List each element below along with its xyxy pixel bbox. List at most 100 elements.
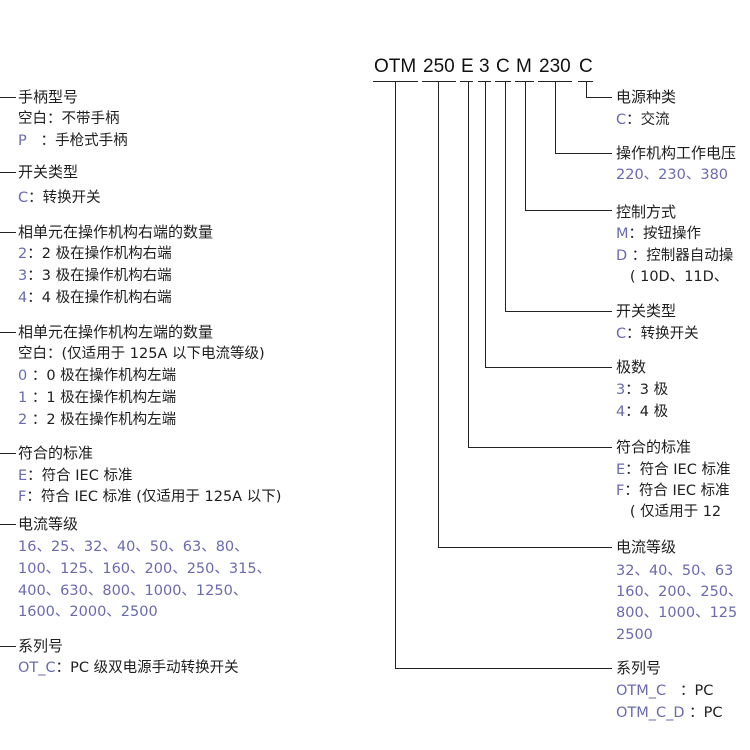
- option-description: ：按钮操作: [628, 226, 702, 242]
- right-option: ( 仅适用于 12: [616, 503, 721, 521]
- option-description: ：4 极在操作机构右端: [27, 290, 172, 306]
- model-code-segment: C: [579, 56, 593, 77]
- left-option: 空白：不带手柄: [18, 110, 120, 128]
- option-description: ：PC: [684, 705, 723, 721]
- left-option: 16、25、32、40、50、63、80、: [18, 538, 249, 556]
- connector-line: [0, 232, 16, 234]
- option-description: ：手枪式手柄: [26, 133, 128, 149]
- code-underline: [495, 81, 511, 83]
- code-underline: [578, 81, 593, 83]
- connector-line: [586, 97, 612, 99]
- code-underline: [460, 81, 473, 83]
- option-description: ：转换开关: [626, 326, 699, 342]
- right-group-title: 开关类型: [616, 302, 677, 320]
- right-option: 4：4 极: [616, 403, 668, 421]
- left-group-title: 符合的标准: [18, 444, 94, 462]
- option-description: ：PC: [666, 683, 714, 699]
- option-code: 0: [18, 368, 28, 384]
- left-option: 2 ：2 极在操作机构左端: [18, 411, 176, 429]
- option-code: 4: [18, 290, 28, 306]
- connector-line: [525, 82, 527, 210]
- option-code: E: [616, 462, 626, 478]
- option-code: C: [18, 190, 29, 206]
- code-underline: [515, 81, 534, 83]
- option-code: C: [616, 326, 627, 342]
- model-code-segment: C: [496, 56, 510, 77]
- option-code: 16、25、32、40、50、63、80、: [18, 539, 249, 555]
- option-description: ：3 极在操作机构右端: [27, 268, 172, 284]
- left-group-title: 电流等级: [18, 515, 79, 533]
- connector-line: [395, 82, 397, 668]
- option-code: D: [616, 248, 628, 264]
- option-code: P: [18, 133, 27, 149]
- left-group-title: 开关类型: [18, 163, 79, 181]
- connector-line: [395, 668, 612, 670]
- right-option: 32、40、50、63: [616, 562, 733, 580]
- right-group-title: 操作机构工作电压: [616, 144, 737, 162]
- option-code: 400、630、800、1000、1250、: [18, 583, 248, 599]
- option-description: ( 10D、11D、: [616, 269, 729, 285]
- right-option: 800、1000、125: [616, 604, 737, 622]
- left-option: F：符合 IEC 标准 (仅适用于 125A 以下): [18, 488, 281, 506]
- option-description: 空白：(仅适用于 125A 以下电流等级): [18, 346, 265, 362]
- option-description: ：转换开关: [28, 190, 101, 206]
- option-code: 1: [18, 390, 28, 406]
- connector-line: [0, 97, 16, 99]
- connector-line: [438, 547, 612, 549]
- left-option: 1600、2000、2500: [18, 603, 158, 621]
- right-group-title: 电源种类: [616, 88, 677, 106]
- left-option: 0 ：0 极在操作机构左端: [18, 367, 176, 385]
- left-option: 100、125、160、200、250、315、: [18, 560, 271, 578]
- option-description: ：符合 IEC 标准: [625, 462, 731, 478]
- model-code-segment: 250: [423, 56, 455, 77]
- option-description: ：3 极: [625, 382, 669, 398]
- left-option: 3：3 极在操作机构右端: [18, 267, 172, 285]
- option-description: ：2 极在操作机构右端: [27, 246, 172, 262]
- option-code: 1600、2000、2500: [18, 604, 158, 620]
- option-code: 220、230、380: [616, 167, 729, 183]
- option-description: ：符合 IEC 标准 (仅适用于 125A 以下): [26, 489, 282, 505]
- option-description: ( 仅适用于 12: [616, 504, 722, 520]
- code-underline: [373, 81, 418, 83]
- connector-line: [505, 311, 612, 313]
- connector-line: [555, 82, 557, 153]
- connector-line: [555, 153, 612, 155]
- right-group-title: 符合的标准: [616, 438, 692, 456]
- option-code: 2: [18, 412, 28, 428]
- option-code: 4: [616, 404, 626, 420]
- option-description: 空白：不带手柄: [18, 111, 120, 127]
- right-group-title: 极数: [616, 358, 647, 376]
- option-description: ：符合 IEC 标准: [624, 483, 730, 499]
- connector-line: [0, 646, 16, 648]
- connector-line: [468, 82, 470, 447]
- option-description: ：2 极在操作机构左端: [27, 412, 177, 428]
- option-code: E: [18, 468, 28, 484]
- connector-line: [525, 210, 612, 212]
- right-option: 3：3 极: [616, 381, 668, 399]
- model-code-segment: 230: [539, 56, 571, 77]
- left-option: 400、630、800、1000、1250、: [18, 582, 247, 600]
- left-group-title: 相单元在操作机构左端的数量: [18, 323, 214, 341]
- right-option: M：按钮操作: [616, 225, 701, 243]
- connector-line: [468, 447, 612, 449]
- left-option: 1 ：1 极在操作机构左端: [18, 389, 176, 407]
- option-description: ：PC 级双电源手动转换开关: [55, 660, 239, 676]
- option-code: 160、200、250、: [616, 584, 743, 600]
- option-description: ：1 极在操作机构左端: [27, 390, 177, 406]
- option-code: OTM_C: [616, 683, 667, 699]
- left-option: P ：手枪式手柄: [18, 132, 128, 150]
- option-code: 2500: [616, 627, 653, 643]
- right-option: E：符合 IEC 标准: [616, 461, 730, 479]
- left-group-title: 系列号: [18, 637, 64, 655]
- right-option: 160、200、250、: [616, 583, 743, 601]
- option-code: 800、1000、125: [616, 605, 738, 621]
- right-option: D ：控制器自动操: [616, 247, 733, 265]
- option-description: ：0 极在操作机构左端: [27, 368, 177, 384]
- left-option: 2：2 极在操作机构右端: [18, 245, 172, 263]
- connector-line: [485, 367, 612, 369]
- option-code: OTM_C_D: [616, 705, 685, 721]
- right-option: ( 10D、11D、: [616, 268, 729, 286]
- option-code: F: [18, 489, 27, 505]
- connector-line: [0, 453, 16, 455]
- option-code: 100、125、160、200、250、315、: [18, 561, 272, 577]
